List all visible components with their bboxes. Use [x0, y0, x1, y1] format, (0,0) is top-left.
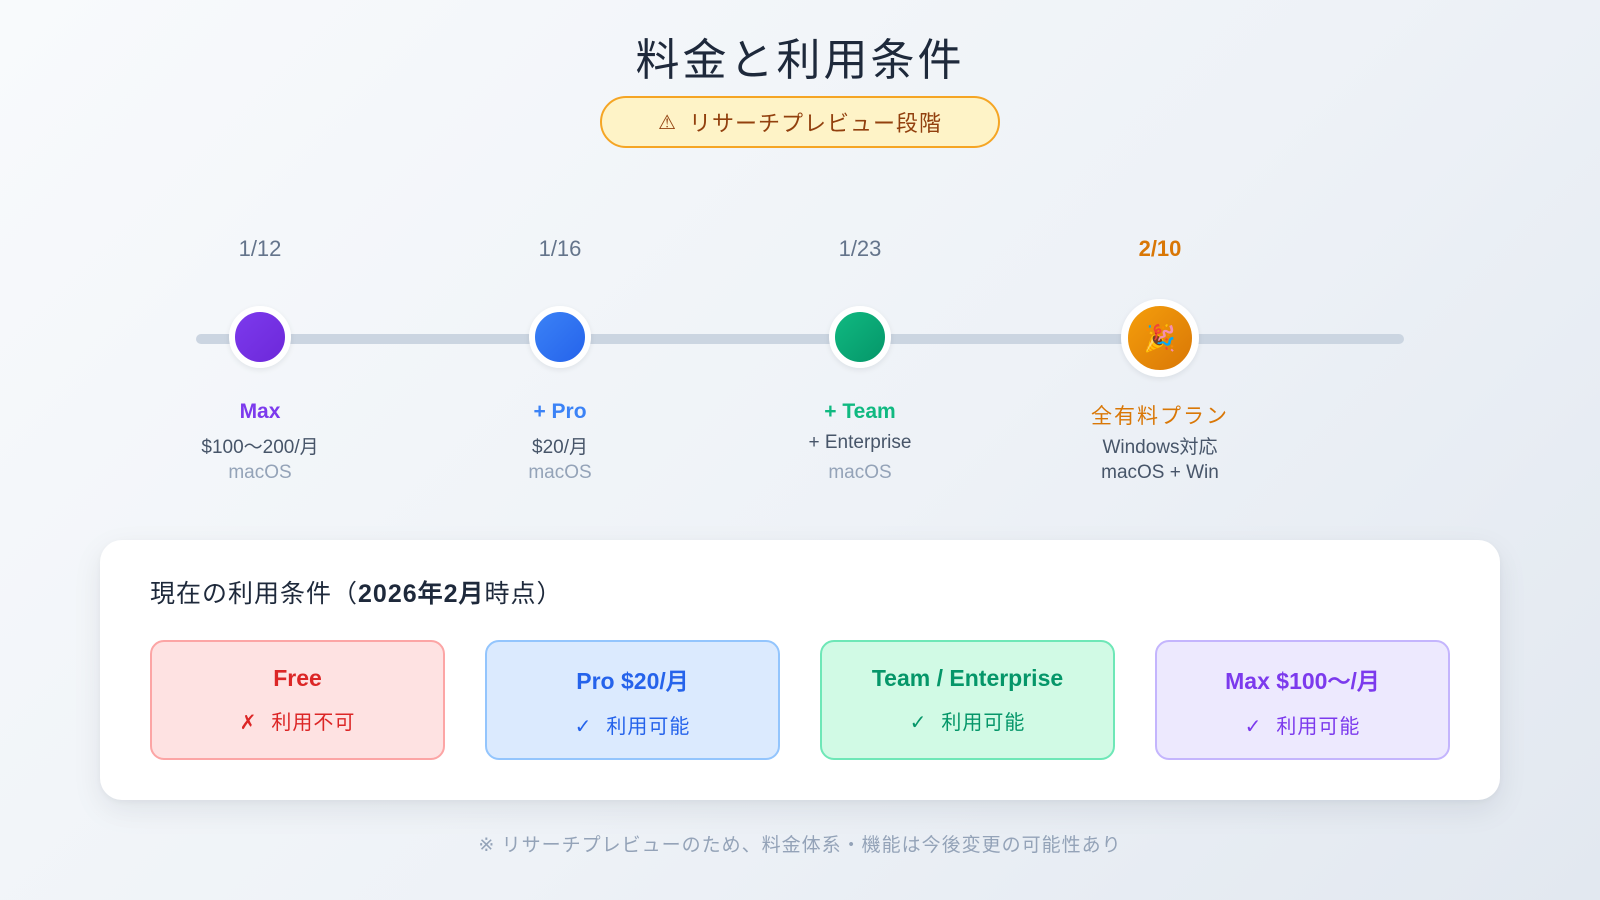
title-suffix: 時点） — [484, 580, 563, 608]
node-price: $20/月 — [532, 437, 588, 458]
node-feature: Windows対応 — [1102, 437, 1218, 458]
node-plan-name: Max — [239, 400, 281, 423]
party-popper-icon: 🎉 — [1143, 322, 1177, 353]
cross-icon: ✗ — [239, 712, 258, 734]
node-platform: macOS — [528, 462, 592, 483]
plan-status: ✓ 利用可能 — [1245, 710, 1361, 739]
plan-status: ✗ 利用不可 — [240, 706, 356, 735]
node-date: 1/12 — [238, 236, 282, 261]
page-title: 料金と利用条件 — [635, 36, 965, 85]
warning-icon: ⚠ — [658, 111, 677, 134]
node-plan-name: + Team — [824, 400, 896, 423]
node-date: 1/23 — [838, 236, 882, 261]
plan-tile-free: Free ✗ 利用不可 — [150, 640, 445, 760]
status-label: 利用不可 — [271, 712, 356, 734]
node-platform: macOS — [828, 462, 892, 483]
node-date: 1/16 — [538, 236, 582, 261]
plan-name: Team / Enterprise — [871, 665, 1064, 691]
timeline-dot-icon — [529, 306, 591, 368]
timeline-dot-icon — [829, 306, 891, 368]
title-date: 2026年2月 — [358, 580, 485, 608]
check-icon: ✓ — [909, 712, 928, 734]
conditions-title: 現在の利用条件（2026年2月時点） — [150, 574, 563, 610]
node-platform: macOS + Win — [1101, 462, 1219, 483]
plan-tile-pro: Pro $20/月 ✓ 利用可能 — [485, 640, 780, 760]
node-plan-name: + Pro — [533, 400, 587, 423]
research-preview-badge: ⚠ リサーチプレビュー段階 — [600, 96, 1000, 148]
footnote: ※ リサーチプレビューのため、料金体系・機能は今後変更の可能性あり — [478, 835, 1122, 856]
timeline-dot: 🎉 — [1121, 299, 1199, 377]
plan-tile-max: Max $100〜/月 ✓ 利用可能 — [1155, 640, 1450, 760]
status-label: 利用可能 — [1276, 715, 1361, 738]
node-price: $100〜200/月 — [201, 437, 319, 458]
node-plan-name: 全有料プラン — [1091, 405, 1229, 428]
plan-tiles: Free ✗ 利用不可 Pro $20/月 ✓ 利用可能 Team / Enterp… — [150, 640, 1450, 760]
timeline-dot-icon — [229, 306, 291, 368]
check-icon: ✓ — [1244, 715, 1263, 738]
badge-label: リサーチプレビュー段階 — [688, 111, 942, 136]
plan-tile-team-enterprise: Team / Enterprise ✓ 利用可能 — [820, 640, 1115, 760]
status-label: 利用可能 — [606, 715, 691, 738]
node-addon: + Enterprise — [808, 432, 912, 453]
status-label: 利用可能 — [941, 712, 1026, 734]
title-prefix: 現在の利用条件（ — [150, 580, 359, 608]
plan-status: ✓ 利用可能 — [575, 710, 691, 739]
plan-name: Max $100〜/月 — [1225, 667, 1380, 694]
timeline-track — [196, 334, 1404, 344]
node-platform: macOS — [228, 462, 292, 483]
conditions-card: 現在の利用条件（2026年2月時点） Free ✗ 利用不可 Pro $20/月 … — [100, 540, 1500, 800]
plan-name: Pro $20/月 — [576, 667, 689, 694]
plan-name: Free — [273, 665, 322, 691]
plan-status: ✓ 利用可能 — [910, 706, 1026, 735]
node-date: 2/10 — [1138, 236, 1182, 261]
check-icon: ✓ — [574, 715, 593, 738]
